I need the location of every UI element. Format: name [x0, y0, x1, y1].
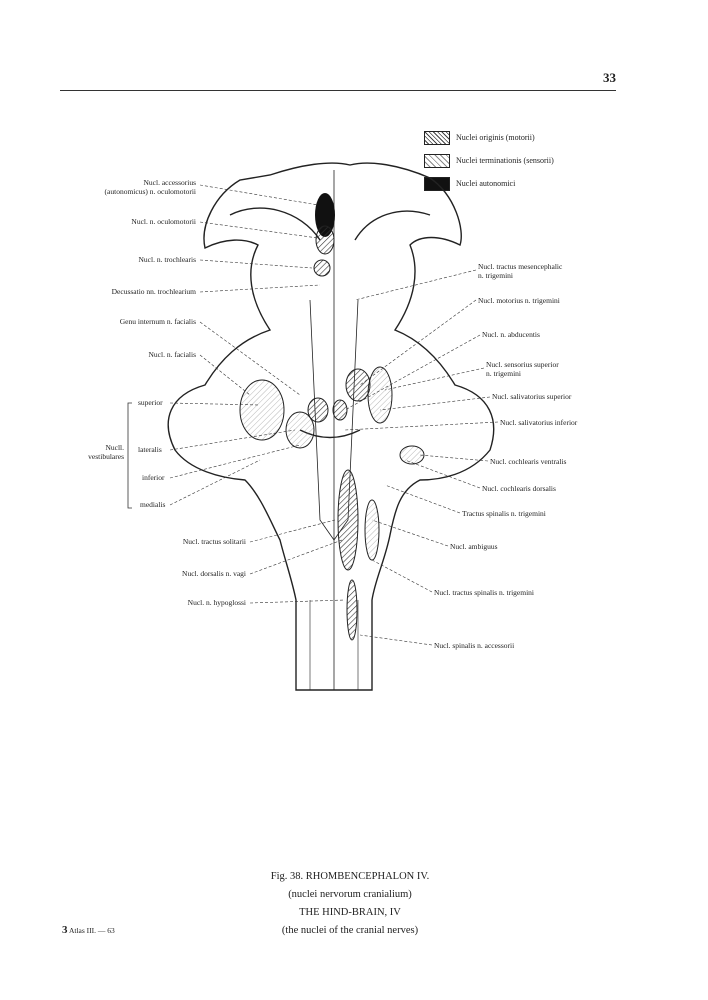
label-trochlearis: Nucl. n. trochlearis — [138, 255, 196, 264]
sensory-swatch-icon — [424, 153, 450, 168]
label-abducentis: Nucl. n. abducentis — [482, 330, 540, 339]
caption-line: (the nuclei of the cranial nerves) — [281, 925, 419, 936]
header-rule — [60, 90, 616, 91]
legend-label: Nuclei terminationis (sensorii) — [456, 156, 554, 165]
label-accessorii: Nucl. spinalis n. accessorii — [434, 641, 515, 650]
label-oculomotorii: Nucl. n. oculomotorii — [131, 217, 196, 226]
label-tract-spin-nucl: Nucl. tractus spinalis n. trigemini — [434, 588, 534, 597]
label-ambiguus: Nucl. ambiguus — [450, 542, 498, 551]
label-cochl-dors: Nucl. cochlearis dorsalis — [482, 484, 556, 493]
label-vest-inferior: inferior — [142, 473, 165, 482]
label-tractus-spinalis: Tractus spinalis n. trigemini — [462, 509, 546, 518]
label-facialis: Nucl. n. facialis — [148, 350, 196, 359]
caption-line: THE HIND-BRAIN, IV — [299, 907, 401, 918]
legend-item-sensory: Nuclei terminationis (sensorii) — [424, 149, 554, 172]
label-saliv-inf: Nucl. salivatorius inferior — [500, 418, 578, 427]
label-vest-superior: superior — [138, 398, 163, 407]
figure-caption: Fig. 38. RHOMBENCEPHALON IV. (nuclei ner… — [200, 868, 500, 940]
motor-swatch-icon — [424, 130, 450, 145]
legend: Nuclei originis (motorii) Nuclei termina… — [424, 126, 554, 195]
label-hypoglossi: Nucl. n. hypoglossi — [187, 598, 246, 607]
label-solitarii: Nucl. tractus solitarii — [182, 537, 246, 546]
label-vagi: Nucl. dorsalis n. vagi — [182, 569, 246, 578]
label-motorius: Nucl. motorius n. trigemini — [478, 296, 560, 305]
label-decussatio: Decussatio nn. trochlearium — [111, 287, 196, 296]
footer-signature: 3 Atlas III. — 63 — [62, 924, 115, 936]
label-vest-medialis: medialis — [140, 500, 166, 509]
legend-label: Nuclei originis (motorii) — [456, 133, 535, 142]
label-accessorius: Nucl. accessorius(autonomicus) n. oculom… — [104, 178, 196, 196]
label-vestibulares: Nucll.vestibulares — [88, 443, 124, 461]
label-vest-lateralis: lateralis — [138, 445, 162, 454]
legend-item-motor: Nuclei originis (motorii) — [424, 126, 554, 149]
caption-line: (nuclei nervorum cranialium) — [288, 889, 412, 900]
label-saliv-sup: Nucl. salivatorius superior — [492, 392, 572, 401]
label-genu: Genu internum n. facialis — [119, 317, 196, 326]
caption-line: Fig. 38. RHOMBENCEPHALON IV. — [270, 871, 430, 882]
legend-label: Nuclei autonomici — [456, 179, 516, 188]
label-cochl-ventr: Nucl. cochlearis ventralis — [490, 457, 567, 466]
page-number: 33 — [603, 70, 616, 85]
